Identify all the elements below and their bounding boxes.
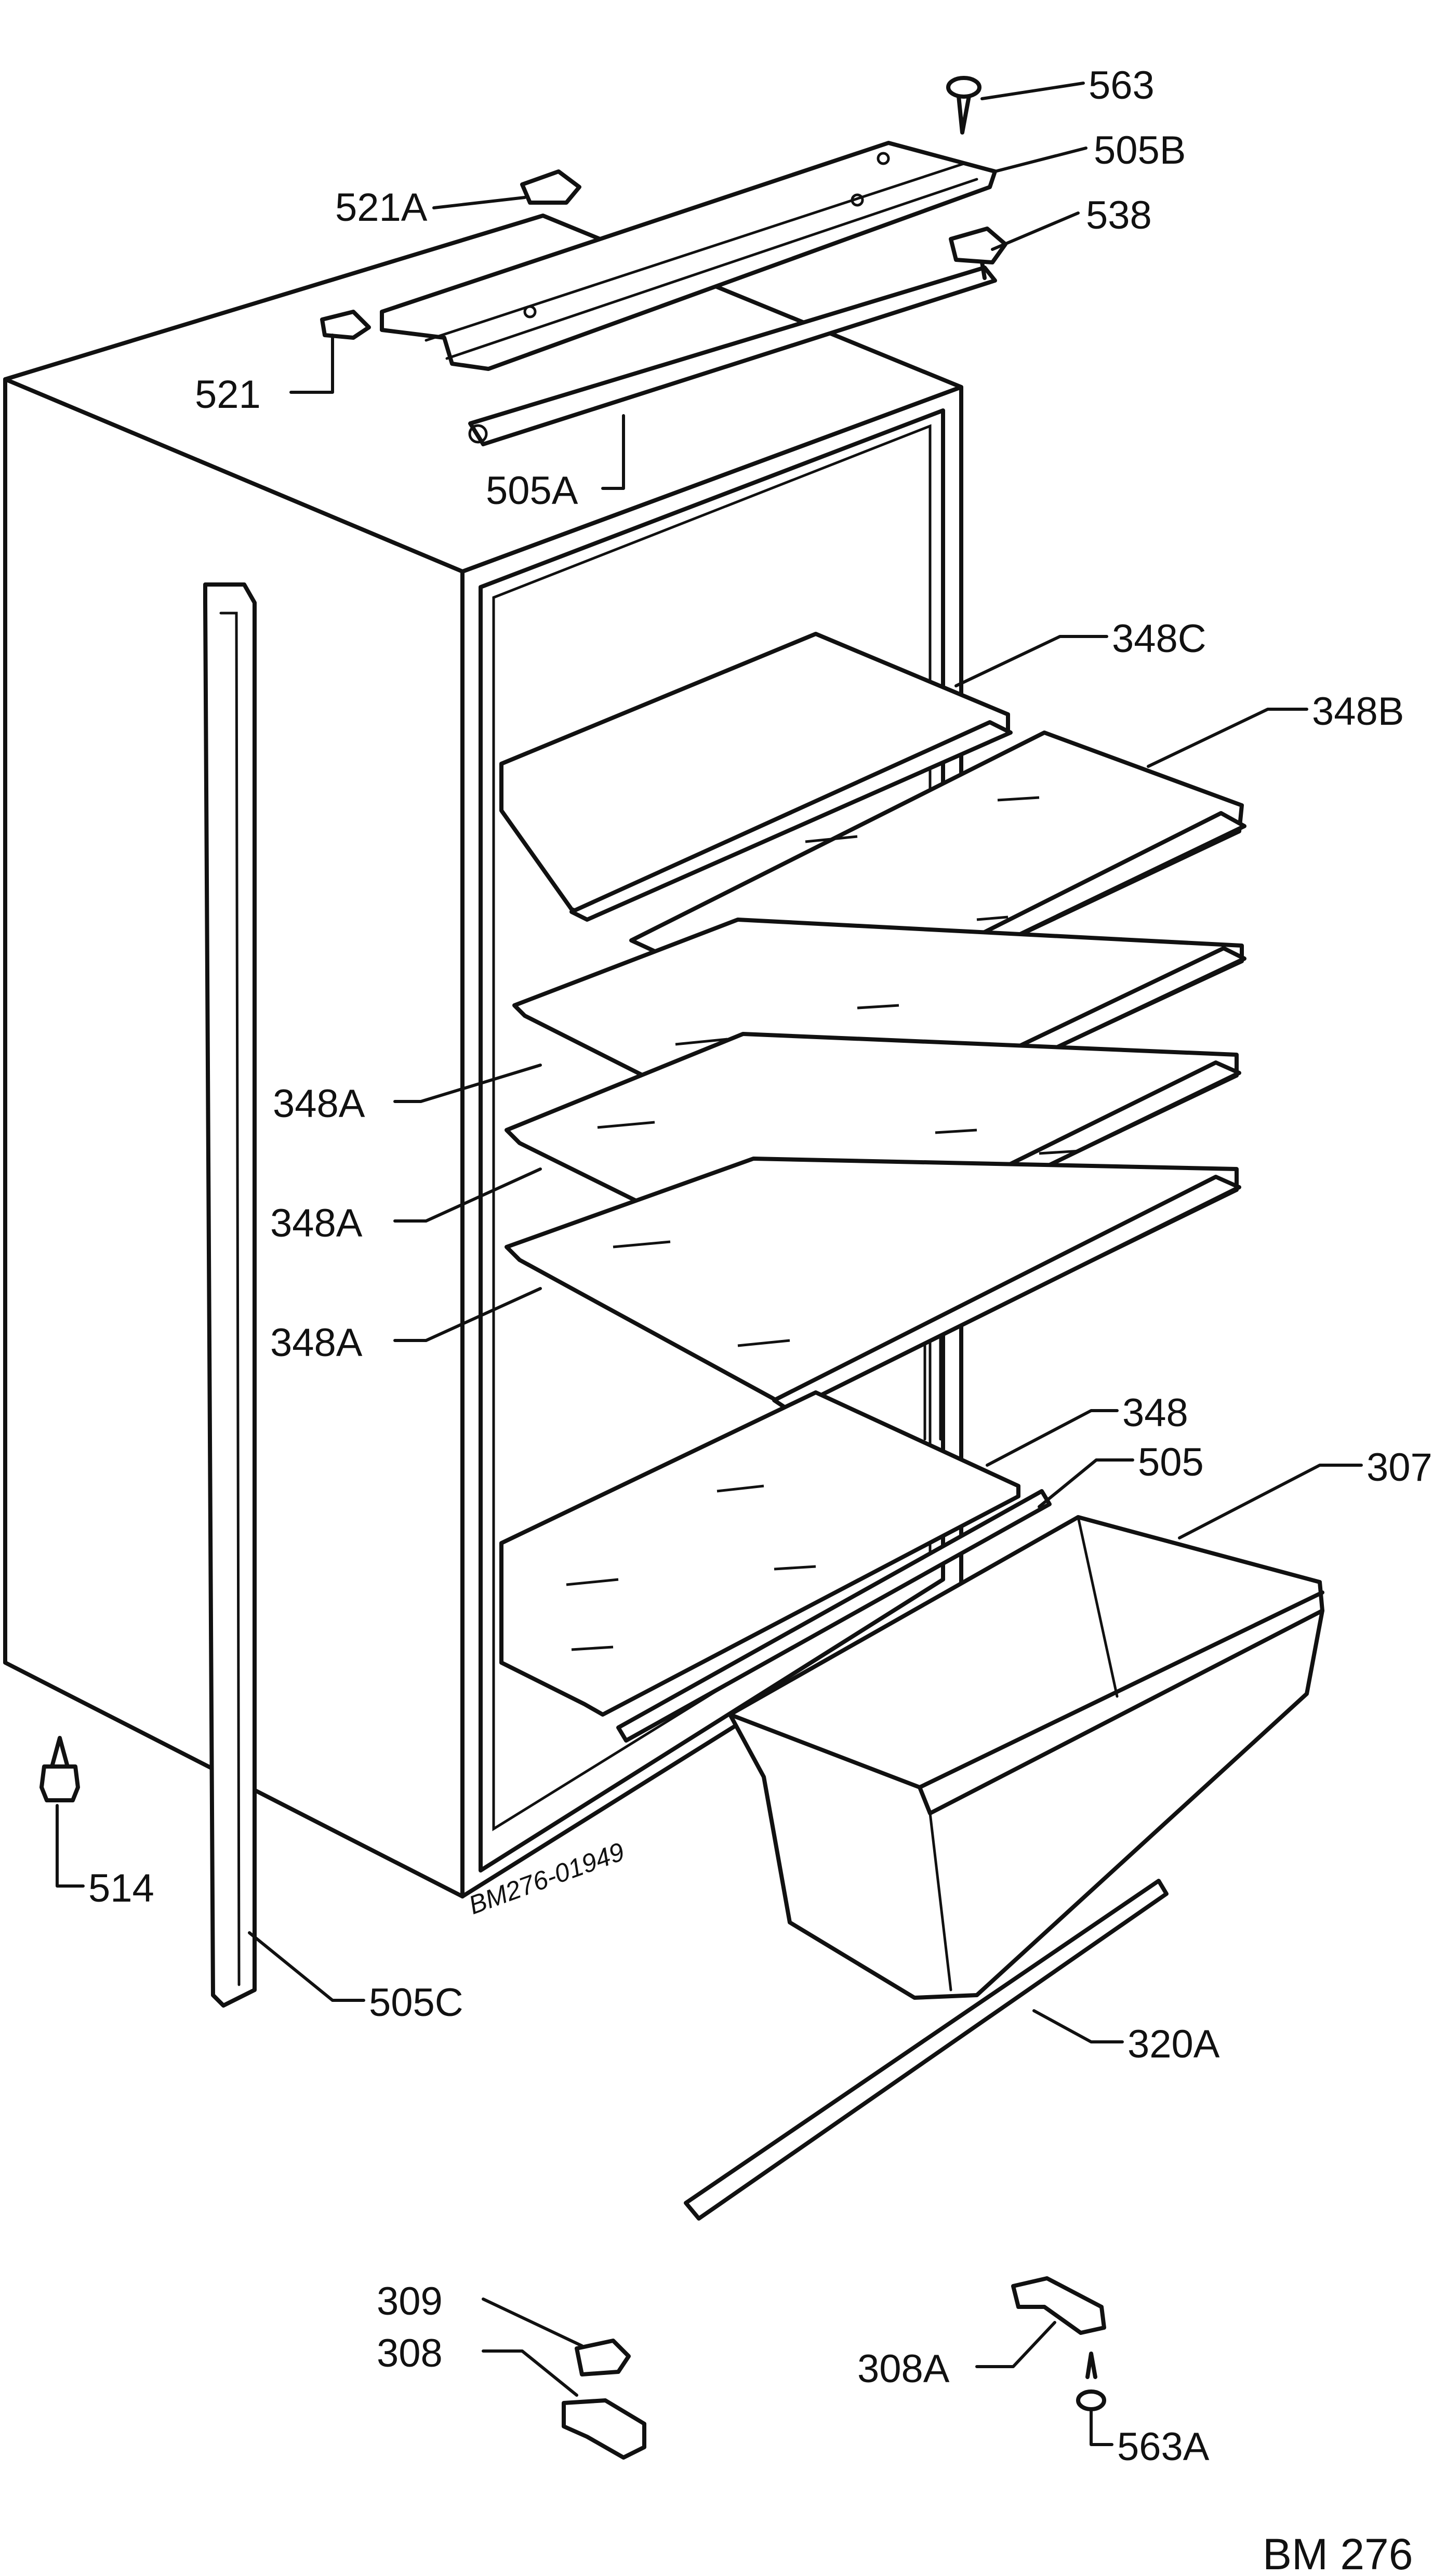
cover-cap-521A <box>520 169 581 205</box>
rail-strip <box>468 265 997 446</box>
support-rail-320A <box>684 1879 1169 2221</box>
label-348A-3: 348A <box>270 1321 363 1365</box>
label-514: 514 <box>88 1866 154 1910</box>
shelf-348C <box>499 632 1013 922</box>
label-563: 563 <box>1089 63 1155 108</box>
label-348C: 348C <box>1112 617 1206 661</box>
clip-309 <box>575 2339 631 2376</box>
shelf-348A-bottom <box>505 1157 1241 1413</box>
label-521A: 521A <box>335 185 428 230</box>
label-348: 348 <box>1122 1391 1188 1435</box>
label-505: 505 <box>1138 1440 1204 1484</box>
label-505B: 505B <box>1094 128 1186 172</box>
label-348A-1: 348A <box>273 1082 365 1126</box>
glass-shelf-348 <box>499 1390 1020 1717</box>
label-505C: 505C <box>369 1981 463 2025</box>
door-seal-strip <box>203 582 257 2008</box>
crisper-drawer <box>728 1515 1324 2000</box>
screw-563 <box>946 76 981 135</box>
bracket-308A <box>1011 2276 1106 2335</box>
foot-514 <box>39 1736 80 1802</box>
label-308: 308 <box>377 2331 443 2375</box>
screw-563A <box>1076 2352 1106 2411</box>
label-348A-2: 348A <box>270 1201 363 1245</box>
label-563A: 563A <box>1117 2425 1210 2469</box>
label-348B: 348B <box>1312 689 1404 734</box>
label-521: 521 <box>195 373 261 417</box>
label-320A: 320A <box>1127 2022 1220 2066</box>
cap-521 <box>320 310 371 340</box>
label-505A: 505A <box>486 469 578 513</box>
leader-lines <box>56 82 1363 2446</box>
label-309: 309 <box>377 2279 443 2323</box>
label-307: 307 <box>1367 1445 1432 1490</box>
label-308A: 308A <box>857 2347 950 2391</box>
label-538: 538 <box>1086 193 1152 237</box>
hinge-pin-538 <box>949 227 1007 280</box>
top-hinge-rail <box>380 141 997 371</box>
drawing-reference: BM 276 <box>1263 2530 1413 2576</box>
bracket-308 <box>562 2398 646 2460</box>
front-strip-505 <box>616 1489 1052 1743</box>
